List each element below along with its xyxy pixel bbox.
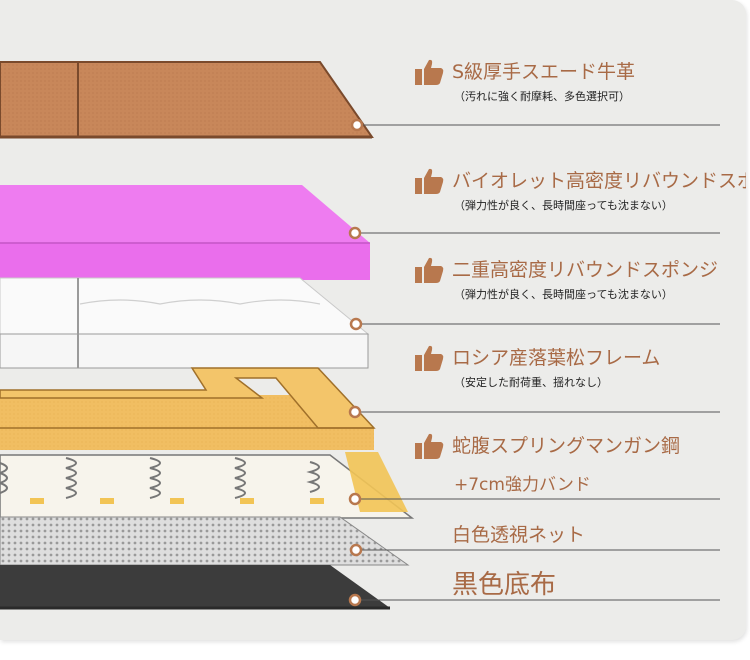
thumbs-up-icon <box>415 433 444 459</box>
layer-subtitle: +7cm強力バンド <box>454 475 591 495</box>
sofa-layer-diagram <box>0 61 720 610</box>
wood-frame-layer <box>0 367 376 450</box>
layer-subtitle: （汚れに強く耐摩耗、多色選択可） <box>454 90 630 103</box>
layer-title: ロシア産落葉松フレーム <box>452 347 661 369</box>
layer-title: 二重高密度リバウンドスポンジ <box>452 259 719 281</box>
mesh-layer <box>0 516 410 566</box>
layer-title: バイオレット高密度リバウンドスポ <box>452 170 746 192</box>
layer-diagram-panel: S級厚手スエード牛革 （汚れに強く耐摩耗、多色選択可） バイオレット高密度リバウ… <box>0 0 746 640</box>
layer-subtitle: （弾力性が良く、長時間座っても沈まない） <box>454 288 673 301</box>
pointer-markers <box>348 118 364 607</box>
label-bottom-cloth: 黒色底布 <box>452 570 557 600</box>
label-leather: S級厚手スエード牛革 （汚れに強く耐摩耗、多色選択可） <box>414 58 636 103</box>
layer-subtitle: （安定した耐荷重、揺れなし） <box>454 376 608 389</box>
white-foam-layer <box>0 277 370 369</box>
leather-layer <box>0 61 374 139</box>
thumbs-up-icon <box>415 345 444 371</box>
layer-title: S級厚手スエード牛革 <box>452 61 636 83</box>
spring-layer <box>0 452 415 519</box>
violet-foam-layer <box>0 185 370 280</box>
layer-subtitle: （弾力性が良く、長時間座っても沈まない） <box>454 199 673 212</box>
label-white-foam: 二重高密度リバウンドスポンジ （弾力性が良く、長時間座っても沈まない） <box>414 256 719 301</box>
thumbs-up-icon <box>415 59 444 85</box>
bottom-cloth-layer <box>0 565 390 610</box>
label-violet-foam: バイオレット高密度リバウンドスポ （弾力性が良く、長時間座っても沈まない） <box>414 167 746 212</box>
label-mesh: 白色透視ネット <box>452 524 586 546</box>
pointer-lines <box>355 124 720 601</box>
layer-title: 蛇腹スプリングマンガン鋼 <box>452 435 681 457</box>
label-wood-frame: ロシア産落葉松フレーム （安定した耐荷重、揺れなし） <box>414 344 661 389</box>
thumbs-up-icon <box>415 257 444 283</box>
label-springs: 蛇腹スプリングマンガン鋼 +7cm強力バンド <box>414 432 681 495</box>
thumbs-up-icon <box>415 168 444 194</box>
